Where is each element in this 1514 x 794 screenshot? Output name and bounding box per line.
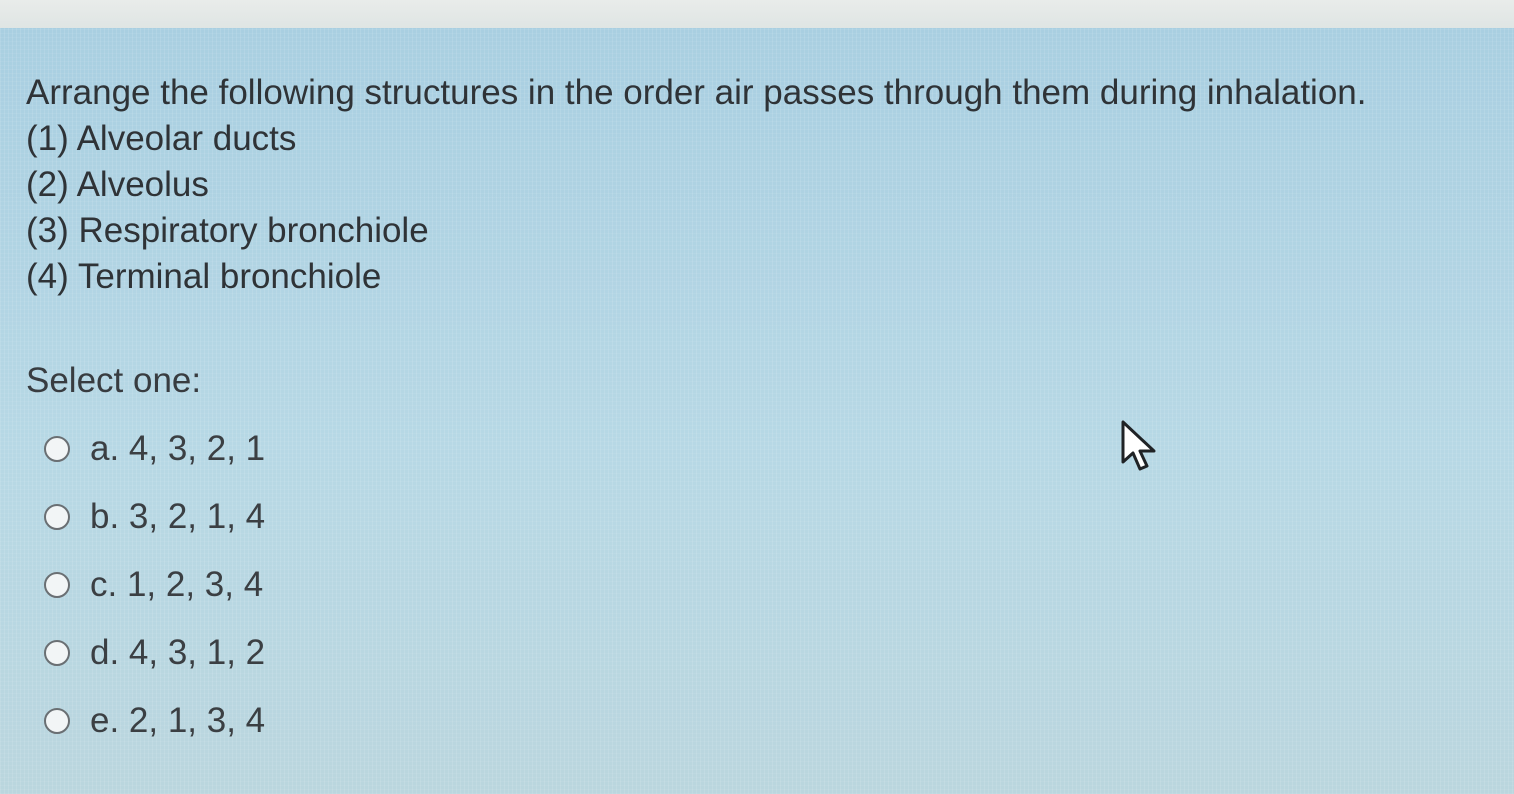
- question-prompt: Arrange the following structures in the …: [26, 73, 1367, 112]
- answer-option-d[interactable]: d. 4, 3, 1, 2: [44, 619, 265, 687]
- question-item-4: (4) Terminal bronchiole: [26, 257, 382, 296]
- question-item-2: (2) Alveolus: [26, 165, 209, 204]
- radio-button-c[interactable]: [44, 572, 70, 598]
- answer-option-c[interactable]: c. 1, 2, 3, 4: [44, 551, 265, 619]
- answer-label-d: d. 4, 3, 1, 2: [90, 633, 266, 672]
- answer-label-b: b. 3, 2, 1, 4: [90, 497, 266, 536]
- radio-button-b[interactable]: [44, 504, 70, 530]
- question-item-1: (1) Alveolar ducts: [26, 119, 297, 158]
- answer-option-b[interactable]: b. 3, 2, 1, 4: [44, 483, 265, 551]
- radio-button-d[interactable]: [44, 640, 70, 666]
- answer-label-a: a. 4, 3, 2, 1: [90, 429, 266, 468]
- question-item-3: (3) Respiratory bronchiole: [26, 211, 429, 250]
- question-panel: [0, 28, 1514, 794]
- answer-option-a[interactable]: a. 4, 3, 2, 1: [44, 415, 265, 483]
- question-text: Arrange the following structures in the …: [26, 70, 1366, 300]
- radio-button-a[interactable]: [44, 436, 70, 462]
- top-strip: [0, 0, 1514, 28]
- radio-button-e[interactable]: [44, 708, 70, 734]
- answer-label-c: c. 1, 2, 3, 4: [90, 565, 264, 604]
- select-one-label: Select one:: [26, 361, 202, 400]
- answer-list: a. 4, 3, 2, 1 b. 3, 2, 1, 4 c. 1, 2, 3, …: [44, 415, 265, 755]
- answer-label-e: e. 2, 1, 3, 4: [90, 701, 266, 740]
- mouse-pointer-icon: [1121, 420, 1156, 471]
- answer-option-e[interactable]: e. 2, 1, 3, 4: [44, 687, 265, 755]
